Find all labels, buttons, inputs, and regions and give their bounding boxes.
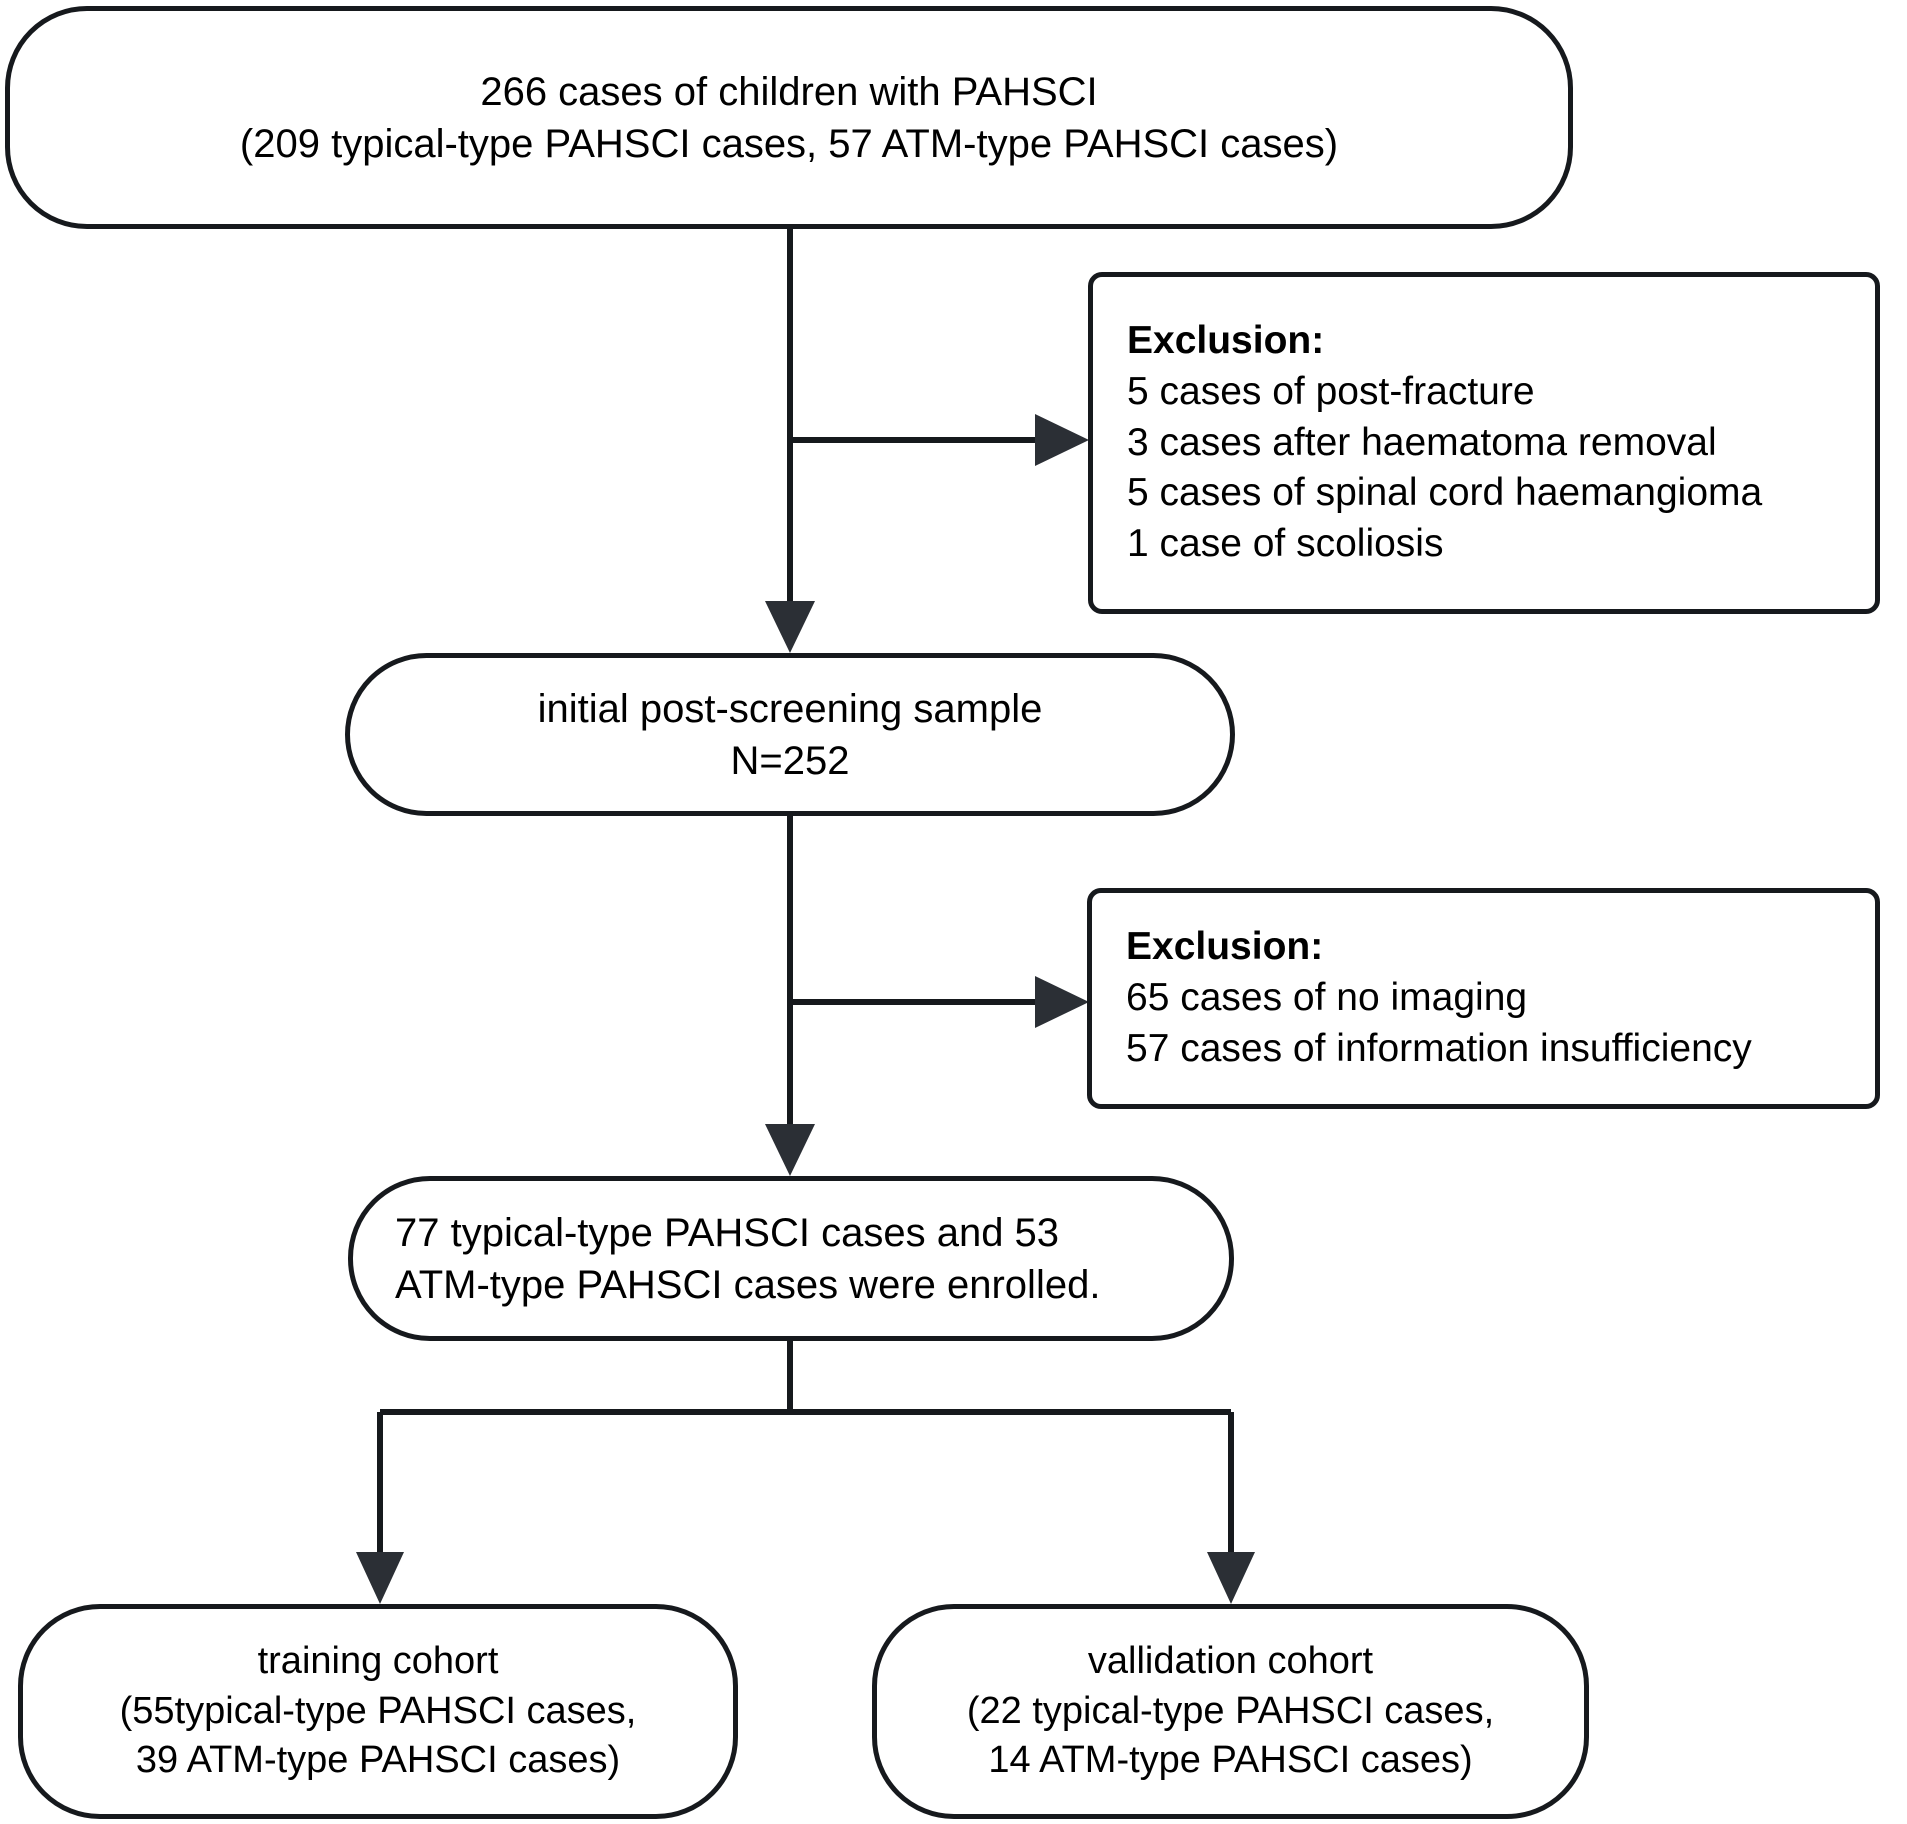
node-training-line-3: 39 ATM-type PAHSCI cases) xyxy=(135,1739,621,1782)
node-training-line-2: (55typical-type PAHSCI cases, xyxy=(119,1689,637,1732)
node-screened-line-2: N=252 xyxy=(730,738,850,783)
exclusion-1-heading: Exclusion: xyxy=(1127,319,1325,363)
node-source-population: 266 cases of children with PAHSCI (209 t… xyxy=(5,6,1573,229)
exclusion-1-line-2: 3 cases after haematoma removal xyxy=(1127,420,1717,464)
node-validation-line-1: vallidation cohort xyxy=(1087,1640,1374,1683)
node-training-line-1: training cohort xyxy=(257,1640,499,1683)
node-source-line-1: 266 cases of children with PAHSCI xyxy=(480,69,1098,114)
exclusion-2-heading: Exclusion: xyxy=(1126,925,1324,969)
node-enrolled-line-1: 77 typical-type PAHSCI cases and 53 xyxy=(395,1210,1060,1255)
arrowhead-to-screened xyxy=(765,601,815,653)
arrowhead-to-training xyxy=(356,1552,404,1604)
arrowhead-to-exclusion1 xyxy=(1035,414,1089,466)
node-initial-post-screening-sample: initial post-screening sample N=252 xyxy=(345,653,1235,816)
arrowhead-to-enrolled xyxy=(765,1124,815,1176)
exclusion-2-line-2: 57 cases of information insufficiency xyxy=(1126,1026,1752,1070)
node-screened-line-1: initial post-screening sample xyxy=(537,686,1043,731)
arrowhead-to-exclusion2 xyxy=(1035,976,1089,1028)
node-enrolled-line-2: ATM-type PAHSCI cases were enrolled. xyxy=(395,1262,1101,1307)
node-exclusion-second: Exclusion: 65 cases of no imaging 57 cas… xyxy=(1087,888,1880,1109)
exclusion-1-line-3: 5 cases of spinal cord haemangioma xyxy=(1127,471,1763,515)
node-validation-line-3: 14 ATM-type PAHSCI cases) xyxy=(988,1739,1473,1782)
node-validation-cohort: vallidation cohort (22 typical-type PAHS… xyxy=(872,1604,1589,1819)
exclusion-1-line-1: 5 cases of post-fracture xyxy=(1127,369,1535,413)
node-source-line-2: (209 typical-type PAHSCI cases, 57 ATM-t… xyxy=(239,121,1339,166)
arrowhead-to-validation xyxy=(1207,1552,1255,1604)
exclusion-1-line-4: 1 case of scoliosis xyxy=(1127,522,1444,566)
node-training-cohort: training cohort (55typical-type PAHSCI c… xyxy=(18,1604,738,1819)
node-enrolled-cases: 77 typical-type PAHSCI cases and 53 ATM-… xyxy=(348,1176,1234,1341)
node-exclusion-first: Exclusion: 5 cases of post-fracture 3 ca… xyxy=(1088,272,1880,614)
exclusion-2-line-1: 65 cases of no imaging xyxy=(1126,976,1528,1020)
node-validation-line-2: (22 typical-type PAHSCI cases, xyxy=(966,1689,1495,1732)
